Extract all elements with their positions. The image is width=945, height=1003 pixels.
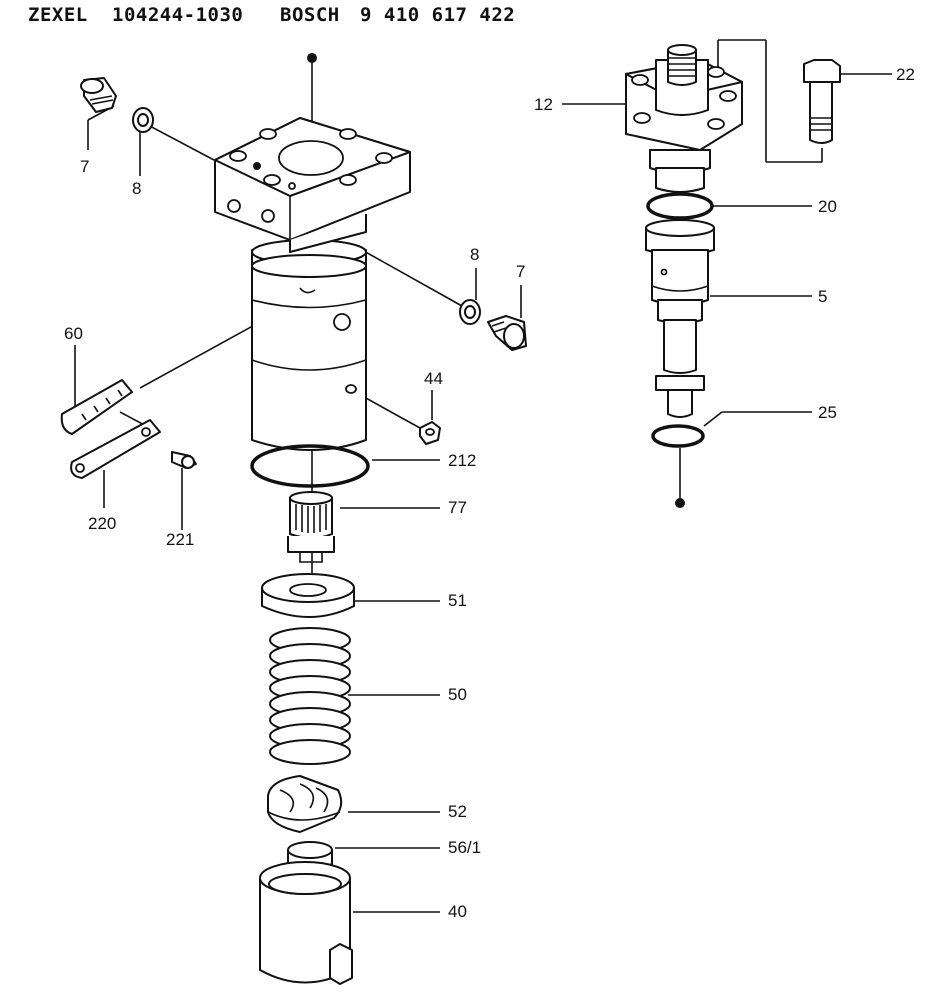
screw-7-left	[80, 77, 117, 113]
o-ring-20	[646, 192, 714, 220]
screw-44	[419, 421, 441, 445]
control-sleeve-77	[287, 491, 335, 563]
tappet-40	[259, 861, 353, 985]
spring-50	[269, 627, 351, 765]
callout-8-right: 8	[470, 245, 480, 264]
callout-56-1: 56/1	[448, 838, 482, 857]
o-ring-25	[651, 424, 705, 448]
callout-221: 221	[166, 530, 195, 549]
plunger-barrel-5	[645, 219, 715, 418]
callout-44: 44	[424, 369, 443, 388]
delivery-valve-holder-12	[625, 44, 743, 193]
washer-8-left	[132, 107, 154, 133]
callout-60: 60	[64, 324, 83, 343]
clamp-220	[70, 419, 161, 479]
pump-housing	[214, 117, 411, 451]
control-rack-60	[60, 379, 133, 435]
callout-77: 77	[448, 498, 467, 517]
callout-52: 52	[448, 802, 467, 821]
callout-51: 51	[448, 591, 467, 610]
header-zexel-part-number: 104244-1030	[112, 4, 244, 26]
callout-50: 50	[448, 685, 467, 704]
screw-7-right	[487, 315, 527, 351]
leader-lines	[74, 39, 892, 913]
callout-7-left: 7	[80, 157, 90, 176]
bolt-22	[803, 59, 841, 144]
o-ring-212	[250, 444, 370, 488]
spring-seat-51	[261, 573, 355, 618]
callout-5: 5	[818, 287, 828, 306]
callout-12: 12	[534, 95, 553, 114]
callout-212: 212	[448, 451, 477, 470]
callout-25: 25	[818, 403, 837, 422]
callout-8-left: 8	[132, 179, 142, 198]
callout-22: 22	[896, 65, 915, 84]
header-brand-bosch: BOSCH	[280, 4, 340, 26]
callout-220: 220	[88, 514, 117, 533]
reference-dot-bottom	[675, 498, 685, 508]
spring-seat-52	[267, 775, 343, 833]
callout-7-right: 7	[516, 262, 526, 281]
header-bosch-part-number: 9 410 617 422	[360, 4, 516, 26]
screw-221	[171, 451, 197, 469]
reference-dot-top	[307, 53, 317, 63]
washer-8-right	[459, 299, 481, 325]
header-brand-zexel: ZEXEL	[28, 4, 88, 26]
callout-40: 40	[448, 902, 467, 921]
callout-20: 20	[818, 197, 837, 216]
